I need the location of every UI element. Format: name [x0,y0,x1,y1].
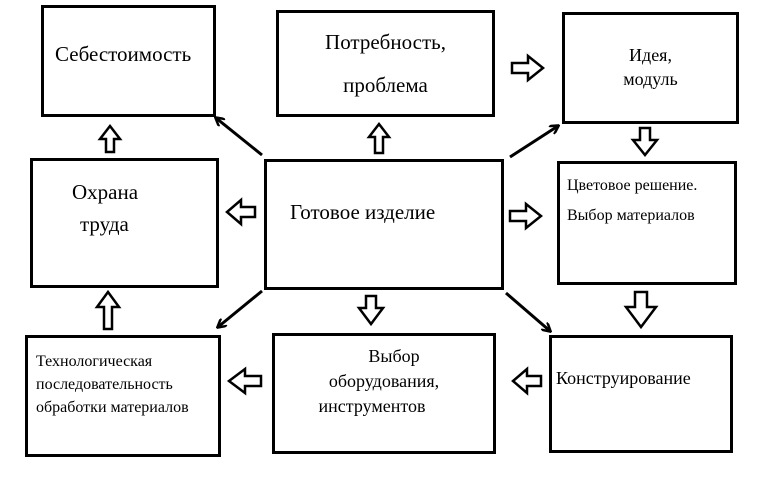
label-ideya-1: Идея, [629,45,672,65]
line-arrow-to-tech [218,289,263,327]
box-sebestoimost [41,5,216,117]
box-cvet [557,161,737,285]
label-potrebnost-1: Потребность, [325,30,446,54]
box-ohrana [30,158,219,288]
label-tech-2: последовательность [36,376,173,393]
block-arrow-up-ohrana [94,289,122,331]
label-cvet-2: Выбор материалов [567,207,695,224]
label-vybor-3: инструментов [318,396,426,416]
block-arrow-down-konstr [623,290,659,330]
label-potrebnost-2: проблема [343,73,428,97]
block-arrow-up-potrebnost [366,121,392,155]
block-arrow-right-ideya [510,53,546,83]
line-arrow-to-konstr [505,291,550,331]
label-ideya-2: модуль [623,69,678,89]
box-ideya [562,12,739,124]
label-sebestoimost: Себестоимость [55,42,192,66]
block-arrow-left-vybor [511,366,543,396]
line-arrow-to-sebestoimost [216,118,263,157]
block-arrow-up-sebestoimost [97,123,123,154]
line-arrow-to-ideya [509,126,558,159]
label-cvet-1: Цветовое решение. [567,177,698,194]
block-arrow-right-cvet [508,201,544,231]
label-vybor-2: оборудования, [328,371,440,391]
block-arrow-down-cvet [630,126,660,158]
label-tech-3: обработки материалов [36,399,189,416]
box-tech [25,335,221,457]
label-tech-1: Технологическая [36,353,153,370]
box-konstr [549,335,733,453]
label-vybor-1: Выбор [368,346,420,366]
label-gotovoe: Готовое изделие [290,200,436,224]
label-ohrana-1: Охрана [72,180,139,204]
block-arrow-left-ohrana [225,197,257,227]
label-konstr: Конструирование [556,368,691,388]
box-vybor [272,333,496,454]
label-ohrana-2: труда [80,212,129,236]
box-potrebnost [276,10,495,117]
block-arrow-left-tech [226,366,263,396]
block-arrow-down-vybor [356,294,386,327]
box-gotovoe [264,159,504,290]
